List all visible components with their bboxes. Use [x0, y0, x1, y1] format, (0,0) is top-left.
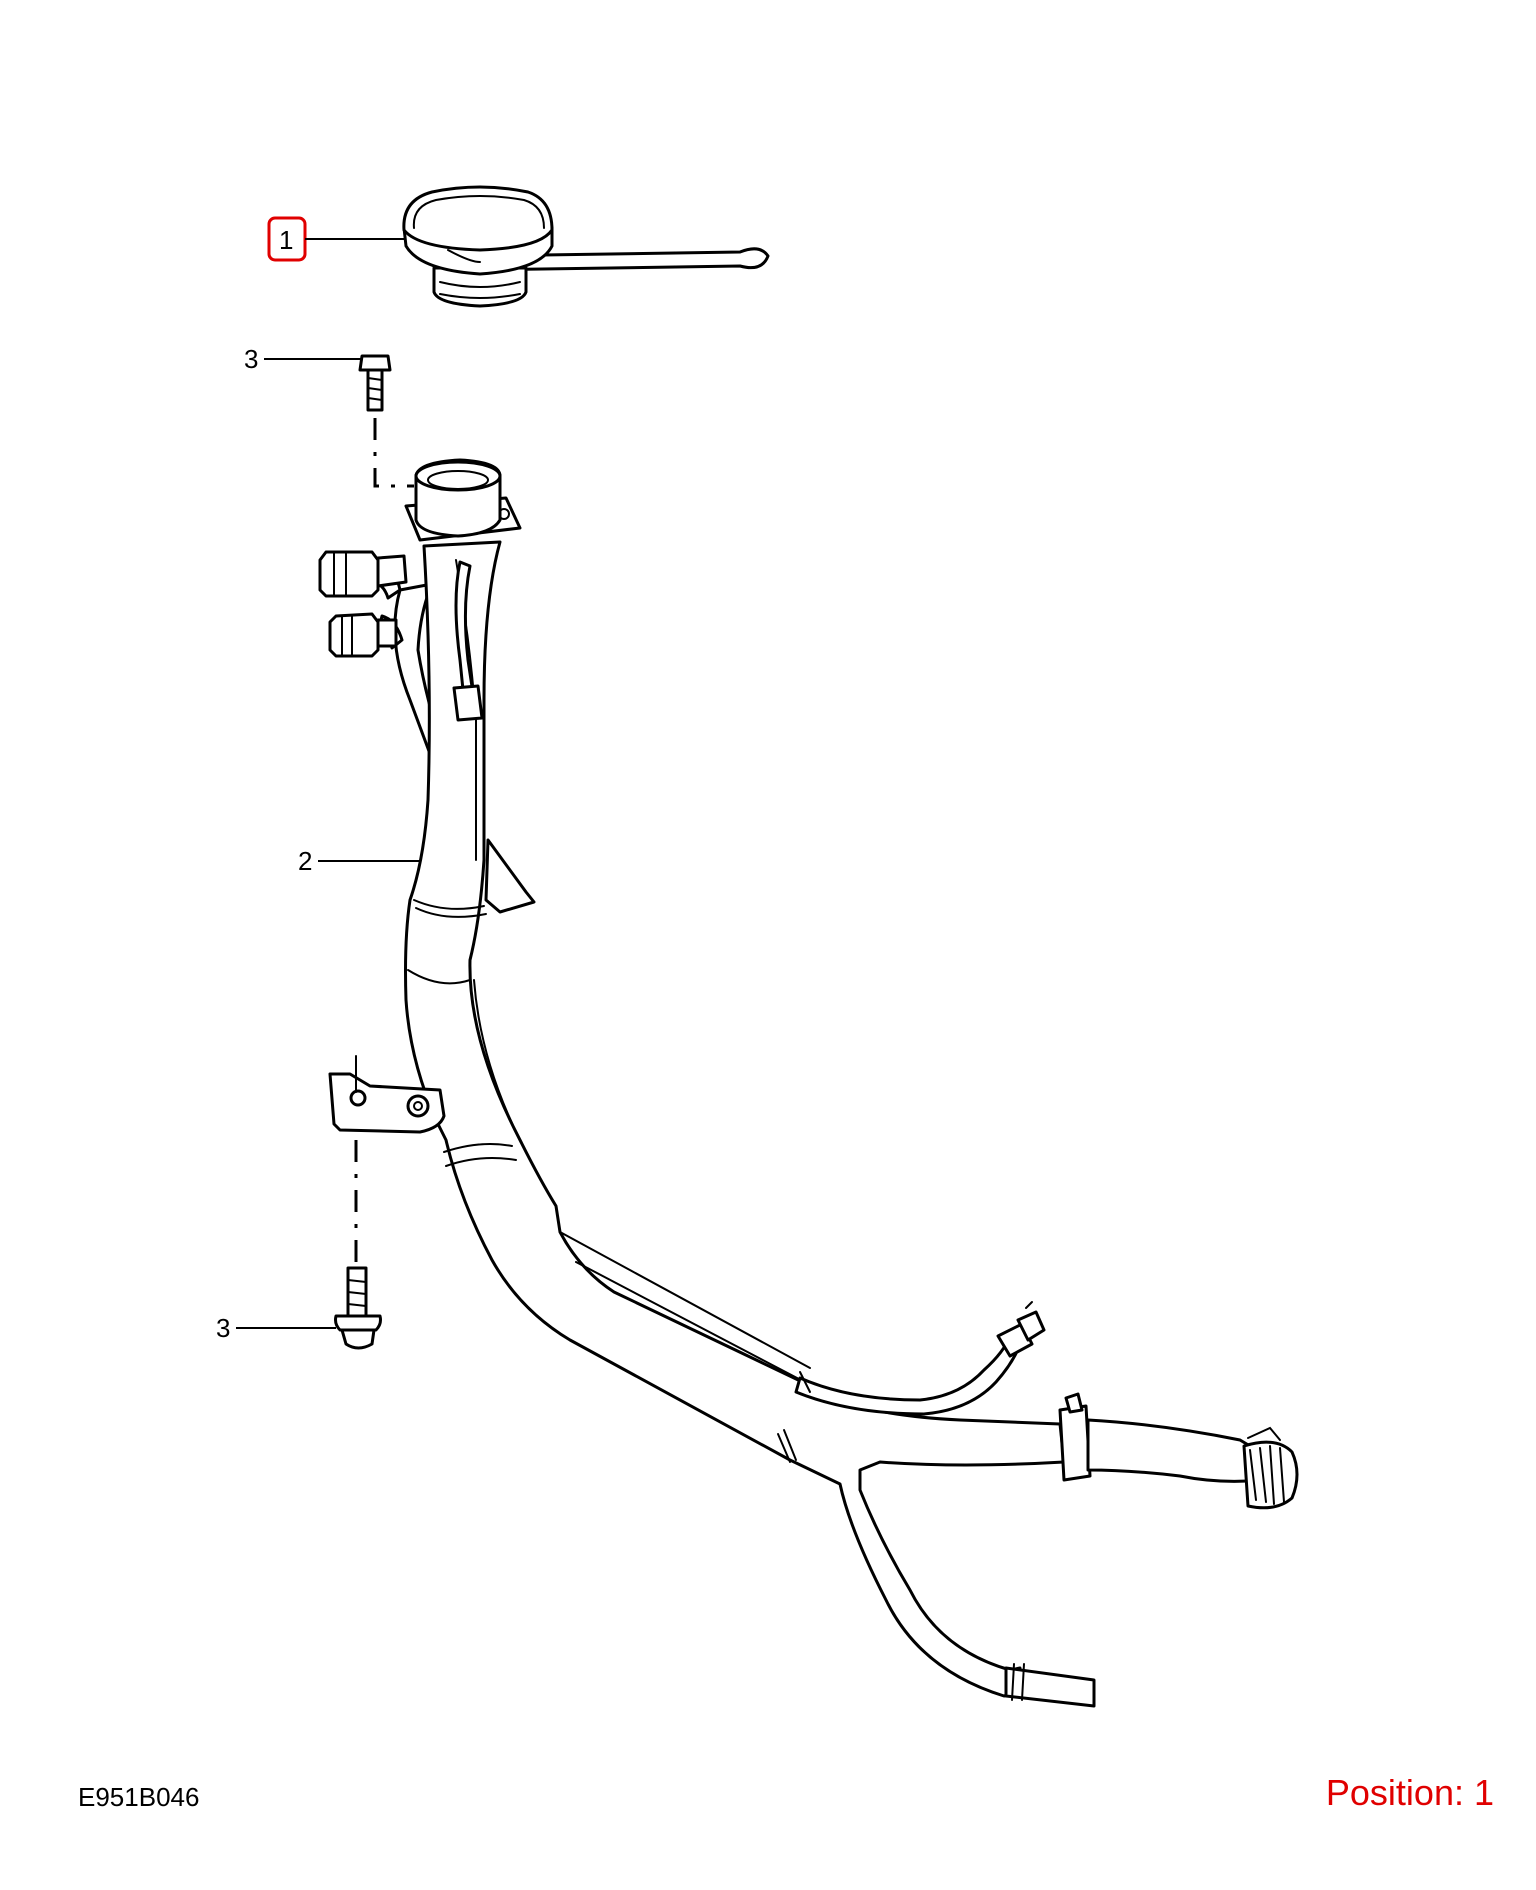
callout-2[interactable]: 2 — [298, 846, 420, 876]
callout-1-number: 1 — [279, 225, 293, 255]
position-label: Position: 1 — [1325, 1772, 1494, 1813]
drawing-code: E951B046 — [78, 1782, 200, 1812]
bolt-bottom[interactable] — [334, 1266, 382, 1350]
callout-3-top-number: 3 — [244, 344, 258, 374]
bolt-top-axis — [373, 418, 414, 488]
mounting-bracket[interactable] — [328, 1072, 446, 1134]
callout-3-bottom-number: 3 — [216, 1313, 230, 1343]
filler-pipe[interactable] — [318, 458, 1299, 1708]
callout-2-number: 2 — [298, 846, 312, 876]
callout-3-top[interactable]: 3 — [244, 344, 362, 374]
filler-cap[interactable] — [402, 185, 770, 308]
callout-3-bottom[interactable]: 3 — [216, 1313, 336, 1343]
bolt-top[interactable] — [358, 354, 392, 412]
callout-1[interactable]: 1 — [267, 216, 404, 262]
